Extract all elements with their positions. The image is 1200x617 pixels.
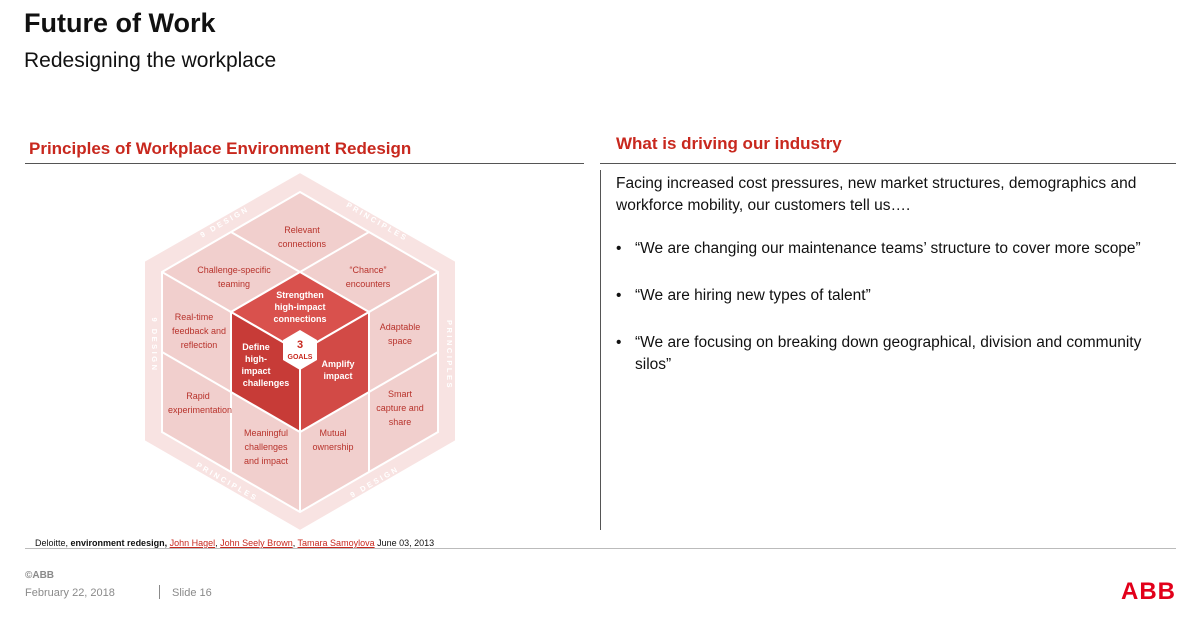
footer-date: February 22, 2018	[25, 587, 115, 599]
source-citation: Deloitte, environment redesign, John Hag…	[35, 538, 435, 548]
source-date: June 03, 2013	[377, 538, 435, 548]
principle-rapid-experimentation: Rapid	[186, 391, 210, 401]
right-section-heading: What is driving our industry	[616, 134, 842, 153]
right-heading-rule	[600, 163, 1176, 164]
principle-mutual-ownership: ownership	[312, 442, 353, 452]
goal-define-line: impact	[241, 366, 270, 376]
ring-label-design: 9 DESIGN	[150, 317, 159, 372]
footer-separator	[159, 585, 160, 599]
principle-meaningful-challenges: Meaningful	[244, 428, 288, 438]
source-org: Deloitte,	[35, 538, 69, 548]
principle-chance-encounters: “Chance”	[349, 265, 386, 275]
goal-strengthen-line: high-impact	[275, 302, 326, 312]
goal-face-amplify	[299, 310, 370, 434]
goal-strengthen-line: Strengthen	[276, 290, 324, 300]
design-principles-hexagon-diagram: 3 GOALS Strengthen high-impact connectio…	[143, 170, 457, 533]
principle-smart-capture: Smart	[388, 389, 413, 399]
bullet-item: “We are focusing on breaking down geogra…	[616, 332, 1176, 376]
goal-amplify-line: impact	[323, 371, 352, 381]
source-author-link[interactable]: John Seely Brown	[220, 538, 293, 548]
principle-meaningful-challenges: and impact	[244, 456, 289, 466]
principle-real-time-feedback: feedback and	[172, 326, 226, 336]
principle-relevant-connections: Relevant	[284, 225, 320, 235]
abb-logo: ABB	[1121, 578, 1176, 605]
goal-define-line: challenges	[243, 378, 290, 388]
page-subtitle: Redesigning the workplace	[24, 49, 277, 72]
goals-count: 3	[297, 339, 303, 351]
goals-label: GOALS	[288, 354, 313, 361]
bullet-item: “We are changing our maintenance teams’ …	[616, 238, 1176, 260]
principle-mutual-ownership: Mutual	[319, 428, 346, 438]
goal-strengthen-line: connections	[273, 314, 326, 324]
goal-define-line: Define	[242, 342, 270, 352]
source-title: environment redesign,	[70, 538, 168, 548]
principle-meaningful-challenges: challenges	[244, 442, 288, 452]
principle-real-time-feedback: reflection	[181, 340, 218, 350]
principle-smart-capture: share	[389, 417, 412, 427]
goal-define-line: high-	[245, 354, 267, 364]
driver-bullet-list: “We are changing our maintenance teams’ …	[616, 238, 1176, 376]
principle-challenge-specific-teaming: teaming	[218, 279, 250, 289]
left-heading-rule	[25, 163, 584, 164]
goals-badge	[283, 330, 317, 370]
principle-chance-encounters: encounters	[346, 279, 391, 289]
intro-text: Facing increased cost pressures, new mar…	[616, 175, 1137, 214]
principle-smart-capture: capture and	[376, 403, 424, 413]
footer-rule	[25, 548, 1176, 549]
principle-real-time-feedback: Real-time	[175, 312, 214, 322]
source-author-link[interactable]: John Hagel	[169, 538, 216, 548]
principle-adaptable-space: space	[388, 336, 412, 346]
goal-amplify-line: Amplify	[321, 359, 354, 369]
column-divider	[600, 170, 601, 530]
ring-label-principles: PRINCIPLES	[445, 320, 454, 390]
footer-slide-number: Slide 16	[172, 587, 212, 599]
page-title: Future of Work	[24, 8, 216, 38]
principle-adaptable-space: Adaptable	[380, 322, 421, 332]
principle-challenge-specific-teaming: Challenge-specific	[197, 265, 271, 275]
source-author-link[interactable]: Tamara Samoylova	[297, 538, 375, 548]
bullet-item: “We are hiring new types of talent”	[616, 285, 1176, 307]
left-section-heading: Principles of Workplace Environment Rede…	[29, 139, 412, 158]
principle-relevant-connections: connections	[278, 239, 327, 249]
principle-rapid-experimentation: experimentation	[168, 405, 232, 415]
footer-copyright: ©ABB	[25, 570, 55, 581]
